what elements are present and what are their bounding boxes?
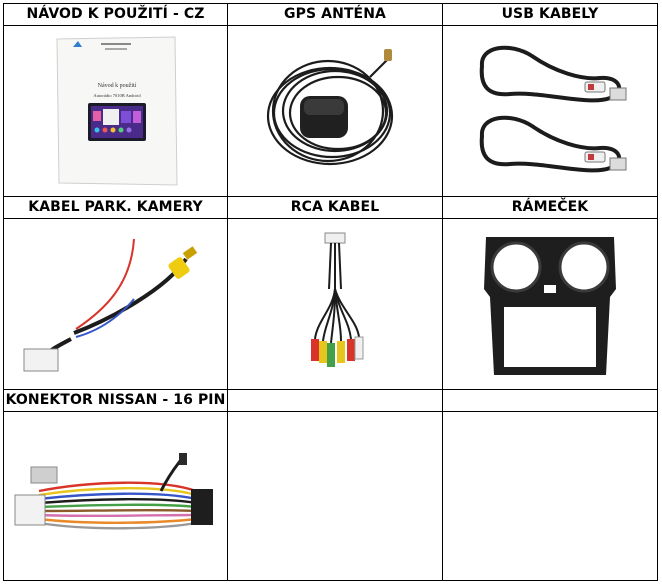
cell-manual-image: Návod k použití Autorádio 7010B Android — [3, 25, 228, 197]
header-usb-cables: USB KABELY — [442, 3, 658, 26]
header-row-1: NÁVOD K POUŽITÍ - CZ GPS ANTÉNA USB KABE… — [3, 3, 658, 26]
cell-empty-2 — [442, 411, 658, 581]
rca-cable-image — [311, 232, 364, 367]
cell-empty-1 — [227, 411, 443, 581]
manual-image: Návod k použití Autorádio 7010B Android — [55, 36, 178, 186]
header-row-2: KABEL PARK. KAMERY RCA KABEL RÁMEČEK — [3, 196, 658, 219]
image-row-3 — [3, 411, 658, 581]
gps-antenna-image — [266, 49, 394, 166]
frame-image — [484, 237, 616, 375]
header-frame: RÁMEČEK — [442, 196, 658, 219]
image-row-1: Návod k použití Autorádio 7010B Android — [3, 25, 658, 197]
manual-title-text: Návod k použití — [97, 83, 136, 89]
parking-camera-cable-image — [23, 238, 197, 372]
header-manual: NÁVOD K POUŽITÍ - CZ — [3, 3, 228, 26]
cell-usb-cables-image — [442, 25, 658, 197]
header-empty-2 — [442, 389, 658, 412]
usb-cables-image — [479, 45, 627, 173]
header-row-3: KONEKTOR NISSAN - 16 PIN — [3, 389, 658, 412]
header-parking-camera-cable: KABEL PARK. KAMERY — [3, 196, 228, 219]
cell-rca-cable-image — [227, 218, 443, 390]
nissan-connector-image — [14, 453, 213, 530]
image-row-2 — [3, 218, 658, 390]
cell-parking-camera-cable-image — [3, 218, 228, 390]
header-rca-cable: RCA KABEL — [227, 196, 443, 219]
cell-frame-image — [442, 218, 658, 390]
manual-subtitle-text: Autorádio 7010B Android — [93, 93, 141, 98]
header-empty-1 — [227, 389, 443, 412]
header-gps-antenna: GPS ANTÉNA — [227, 3, 443, 26]
accessories-table: NÁVOD K POUŽITÍ - CZ GPS ANTÉNA USB KABE… — [3, 3, 658, 581]
cell-nissan-connector-image — [3, 411, 228, 581]
cell-gps-antenna-image — [227, 25, 443, 197]
header-nissan-connector: KONEKTOR NISSAN - 16 PIN — [3, 389, 228, 412]
